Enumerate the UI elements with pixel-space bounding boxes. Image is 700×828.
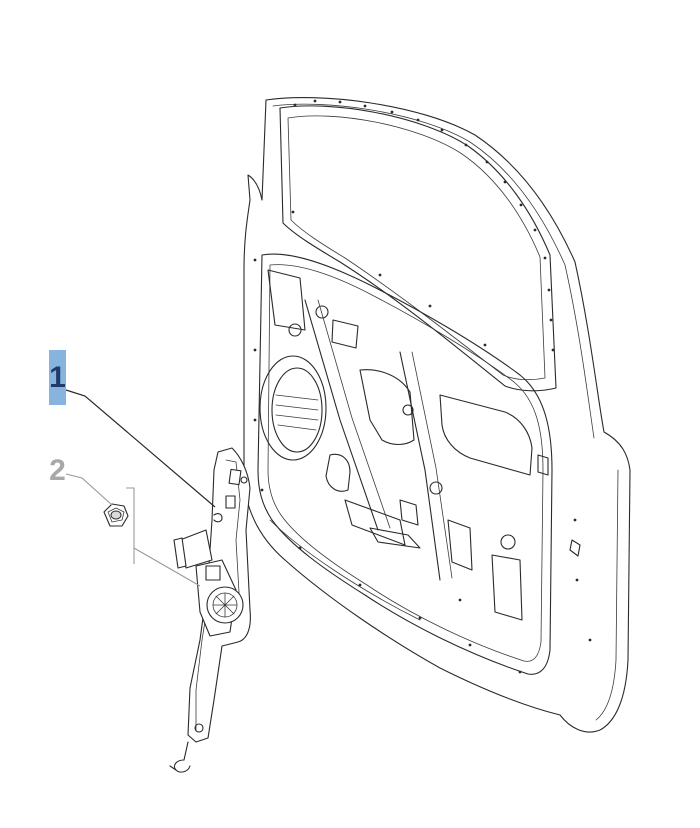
assembly-bracket-line xyxy=(126,487,201,587)
nut xyxy=(103,503,129,527)
door-panel xyxy=(243,97,631,733)
window-regulator xyxy=(169,447,251,773)
callout-2-label[interactable]: 2 xyxy=(49,454,66,487)
callout-1-leader xyxy=(65,389,216,508)
callout-1-label[interactable]: 1 xyxy=(49,350,66,405)
callout-2-leader xyxy=(65,473,113,506)
